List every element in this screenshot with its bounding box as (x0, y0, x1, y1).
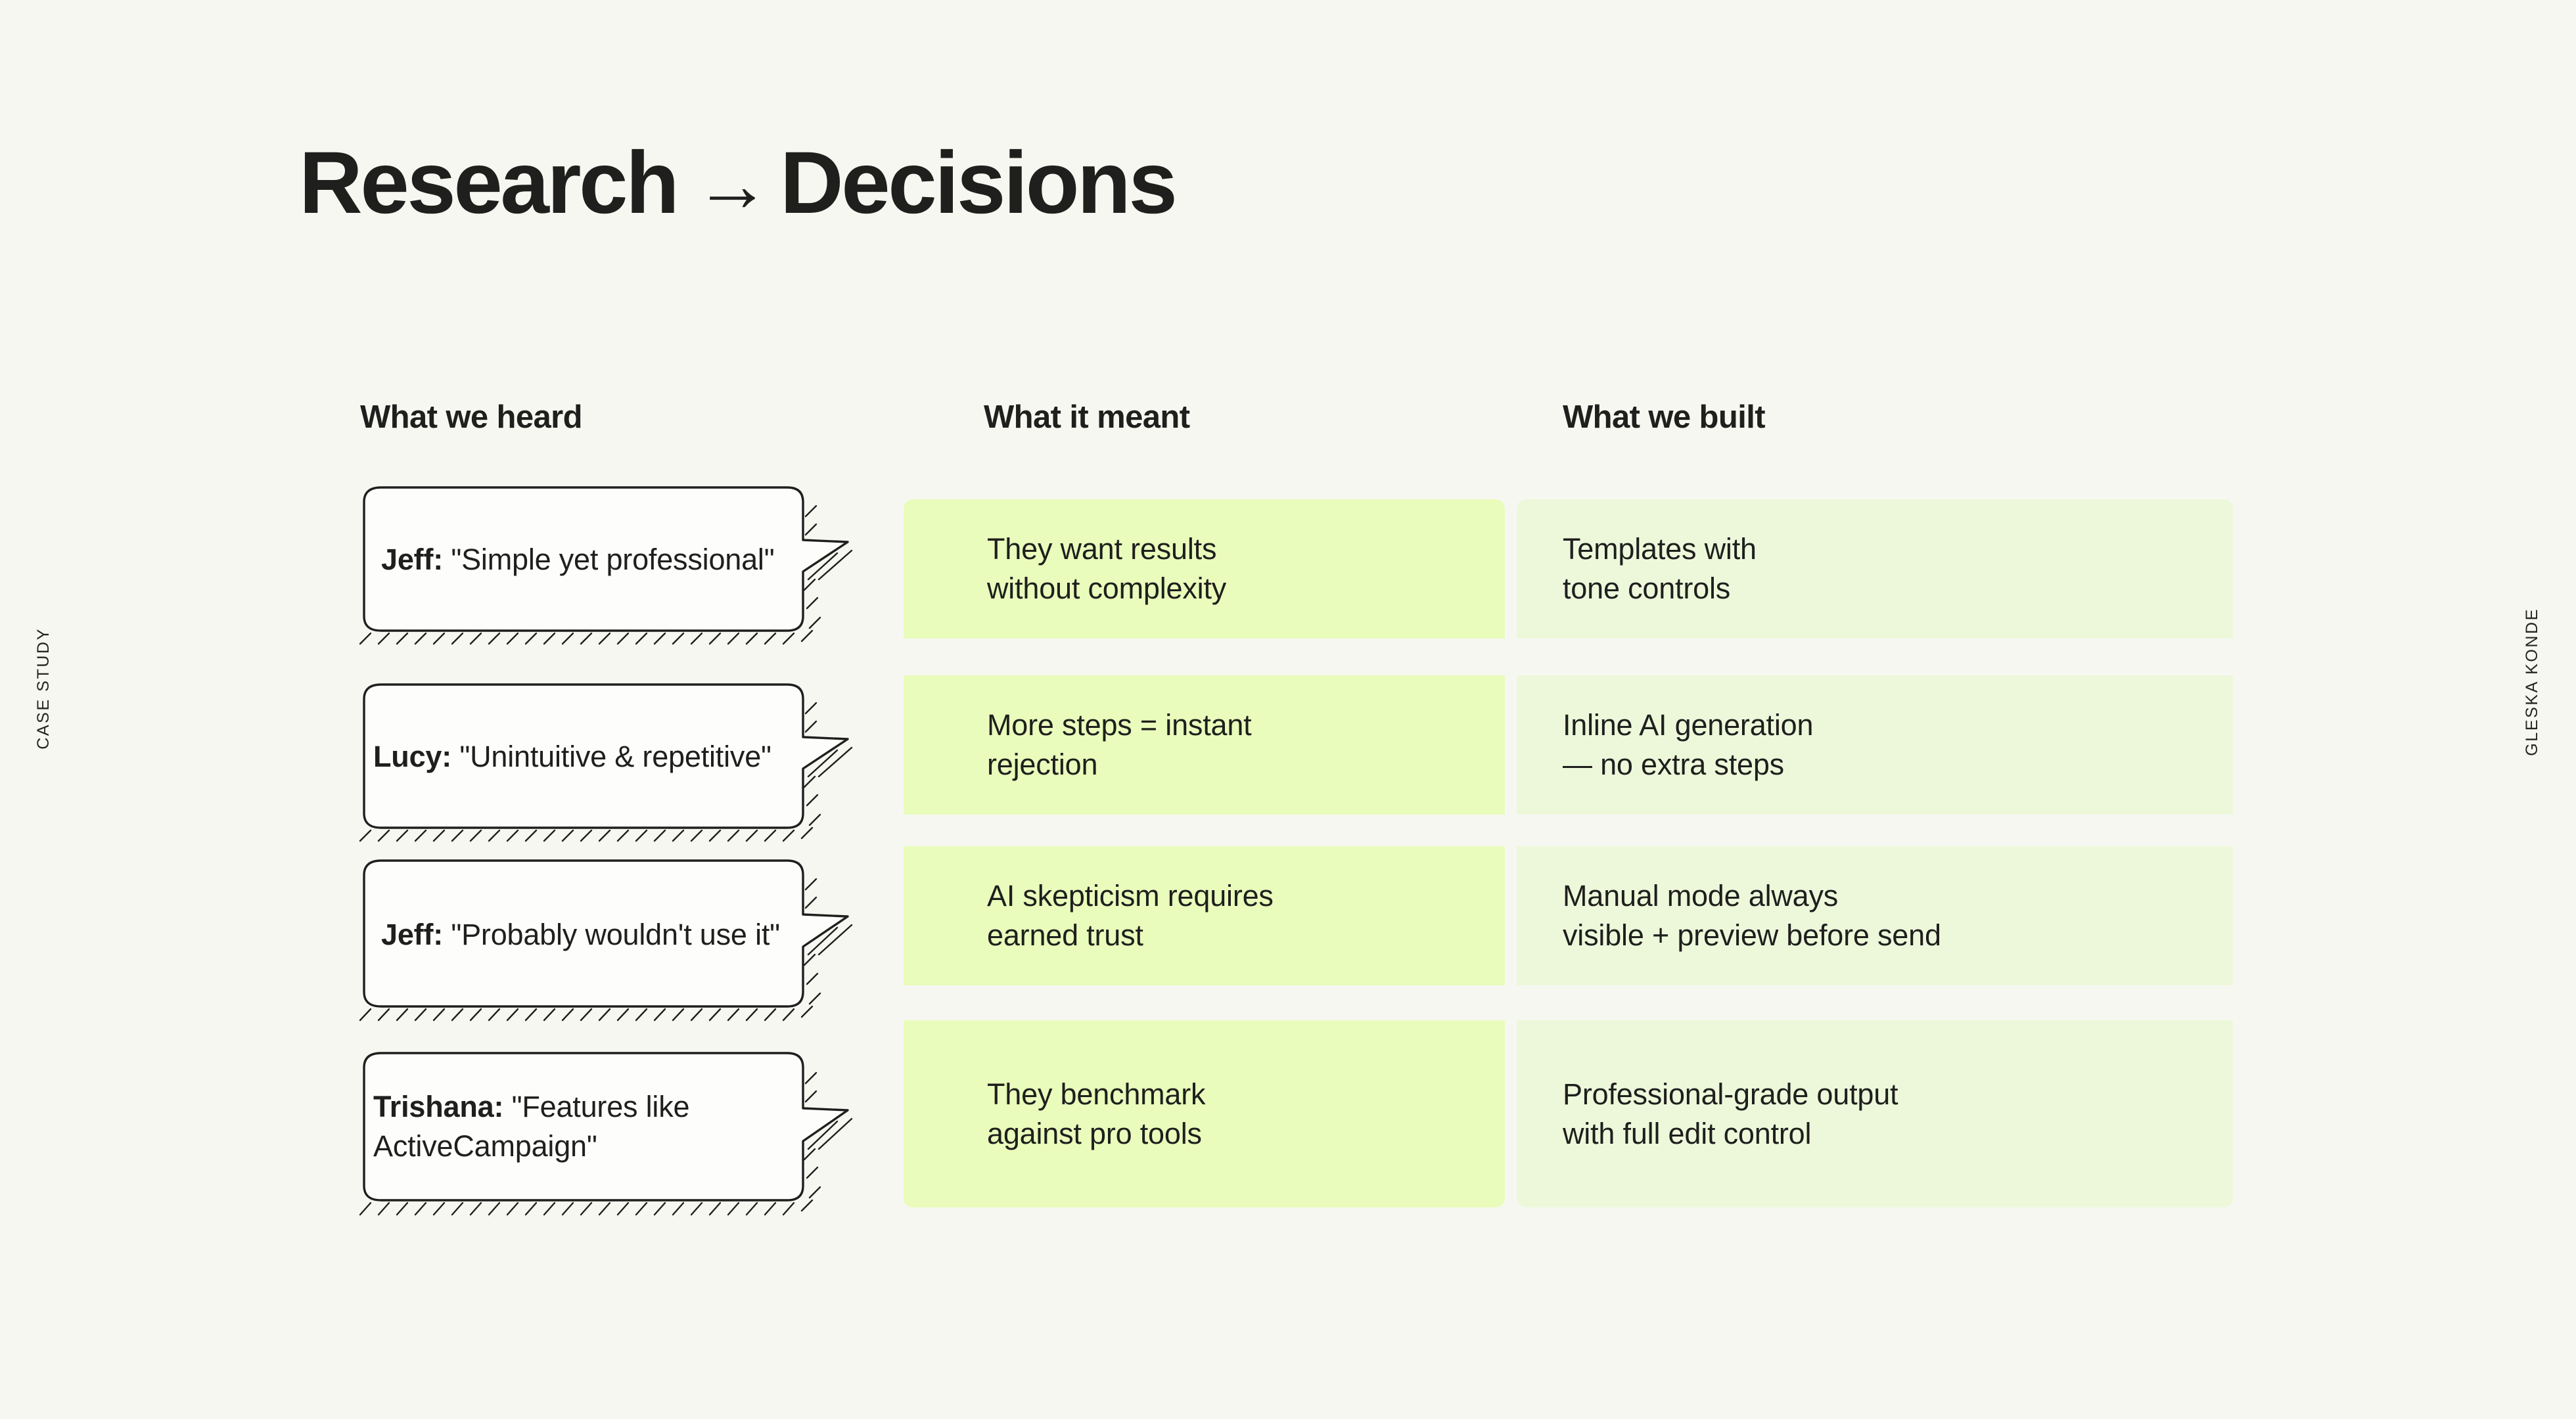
quote-text: Jeff: "Probably wouldn't use it" (348, 853, 802, 1020)
quote-body: "Simple yet professional" (451, 543, 775, 577)
quote-text: Jeff: "Simple yet professional" (348, 480, 802, 644)
quote-speaker: Trishana: (373, 1089, 504, 1123)
title-before: Research (299, 134, 679, 232)
quote-speaker: Jeff: (381, 543, 444, 577)
quote-bubble: Jeff: "Simple yet professional" (348, 480, 867, 645)
meaning-card: They benchmark against pro tools (904, 1020, 1505, 1207)
speech-bubble-icon (359, 859, 853, 1022)
quote-body: "Unintuitive & repetitive" (459, 740, 771, 774)
quote-body: "Features like ActiveCampaign" (373, 1089, 690, 1163)
quote-body: "Probably wouldn't use it" (451, 917, 780, 951)
built-card: Inline AI generation — no extra steps (1517, 675, 2233, 815)
meaning-card: AI skepticism requires earned trust (904, 846, 1505, 985)
column-header-meant: What it meant (984, 399, 1190, 435)
column-header-built: What we built (1563, 399, 1766, 435)
title-after: Decisions (779, 134, 1178, 232)
speech-bubble-icon (359, 1052, 853, 1216)
built-card: Professional-grade output with full edit… (1517, 1020, 2233, 1207)
quote-text: Lucy: "Unintuitive & repetitive" (348, 677, 802, 841)
meaning-card: More steps = instant rejection (904, 675, 1505, 815)
quote-bubble: Trishana: "Features like ActiveCampaign" (348, 1041, 867, 1216)
page-title: Research→Decisions (299, 139, 1178, 227)
quote-text: Trishana: "Features like ActiveCampaign" (348, 1041, 802, 1215)
built-card: Manual mode always visible + preview bef… (1517, 846, 2233, 985)
quote-bubble: Jeff: "Probably wouldn't use it" (348, 853, 867, 1022)
quote-speaker: Jeff: (381, 917, 444, 951)
meaning-card: They want results without complexity (904, 499, 1505, 639)
built-card: Templates with tone controls (1517, 499, 2233, 639)
arrow-icon: → (694, 142, 770, 227)
speech-bubble-icon (359, 486, 853, 645)
column-header-heard: What we heard (360, 399, 583, 435)
quote-bubble: Lucy: "Unintuitive & repetitive" (348, 677, 867, 842)
quote-speaker: Lucy: (373, 740, 452, 774)
speech-bubble-icon (359, 683, 853, 842)
